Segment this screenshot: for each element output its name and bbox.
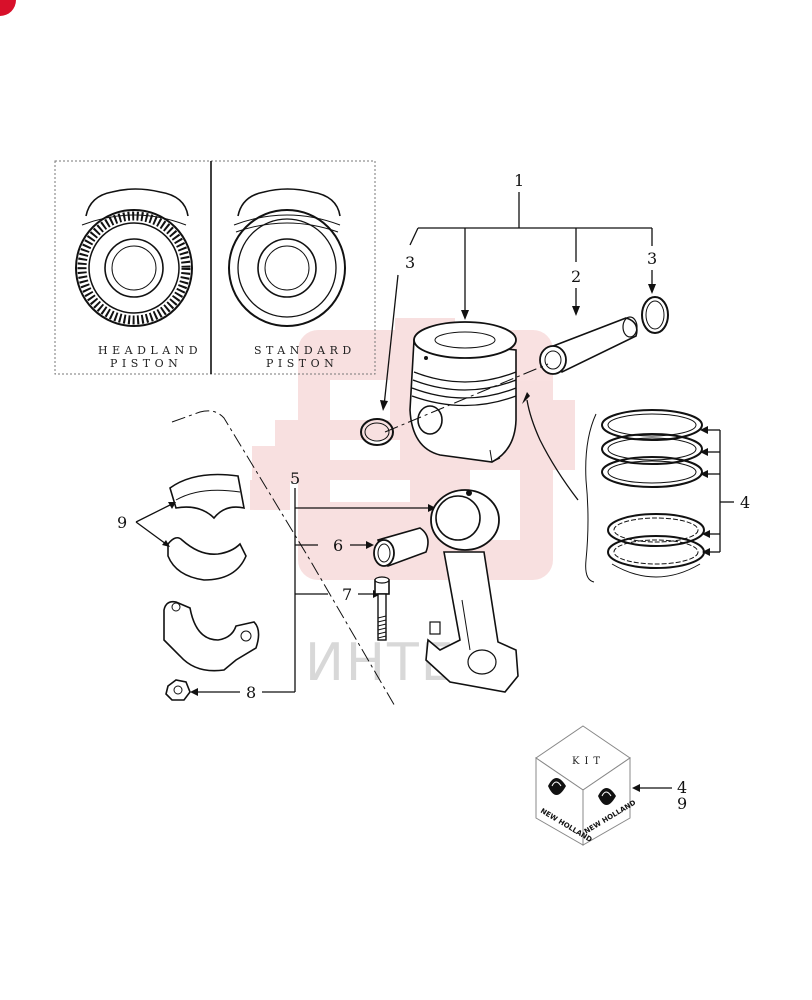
- callout-8: 8: [246, 683, 256, 702]
- callout-6: 6: [333, 536, 343, 555]
- upper-bearing-shell: [169, 473, 246, 520]
- kit-box: [535, 725, 631, 846]
- new-holland-leaf-icon-right: [598, 788, 616, 805]
- wrist-pin: [539, 316, 638, 375]
- headland-label-line2: PISTON: [110, 357, 182, 370]
- new-holland-leaf-icon-left: [548, 778, 566, 795]
- snap-ring-right: [641, 296, 669, 334]
- kit-ref-a: 4: [677, 778, 687, 797]
- kit-label: KIT: [572, 756, 605, 767]
- corner-badge: [0, 0, 16, 16]
- kit-leader-line: [632, 784, 672, 792]
- standard-label-line2: PISTON: [266, 357, 338, 370]
- callout-2: 2: [571, 267, 581, 286]
- piston-rings: [585, 409, 705, 583]
- leader-lines-item-5: [190, 488, 436, 696]
- leader-lines-item-1: [380, 192, 656, 411]
- rod-boundary-dashed: [171, 410, 397, 709]
- callout-5: 5: [290, 469, 300, 488]
- snap-ring-left: [360, 418, 394, 446]
- leader-lines-item-4: [700, 426, 734, 556]
- callout-1: 1: [514, 171, 524, 190]
- piston: [409, 321, 517, 463]
- callout-4: 4: [740, 493, 750, 512]
- ring-to-piston-arrow: [522, 392, 579, 501]
- callout-9: 9: [117, 513, 127, 532]
- piston-comparison-inset: HEADLAND PISTON STANDARD PISTON: [54, 160, 376, 375]
- standard-piston-figure: [228, 188, 346, 327]
- rod-nut: [165, 679, 191, 701]
- connecting-rod: [425, 489, 519, 693]
- rod-bolt: [374, 576, 390, 641]
- kit-ref-b: 9: [677, 794, 687, 813]
- rod-bearing-cap: [163, 600, 260, 672]
- lower-bearing-shell: [167, 536, 247, 581]
- callout-3-right: 3: [647, 249, 657, 268]
- headland-label-line1: HEADLAND: [98, 344, 202, 357]
- leader-lines-item-9: [135, 502, 176, 547]
- callout-3-left: 3: [405, 253, 415, 272]
- standard-label-line1: STANDARD: [254, 344, 356, 357]
- headland-piston-figure: [75, 188, 193, 327]
- small-end-bushing: [373, 527, 429, 568]
- callout-7: 7: [342, 585, 352, 604]
